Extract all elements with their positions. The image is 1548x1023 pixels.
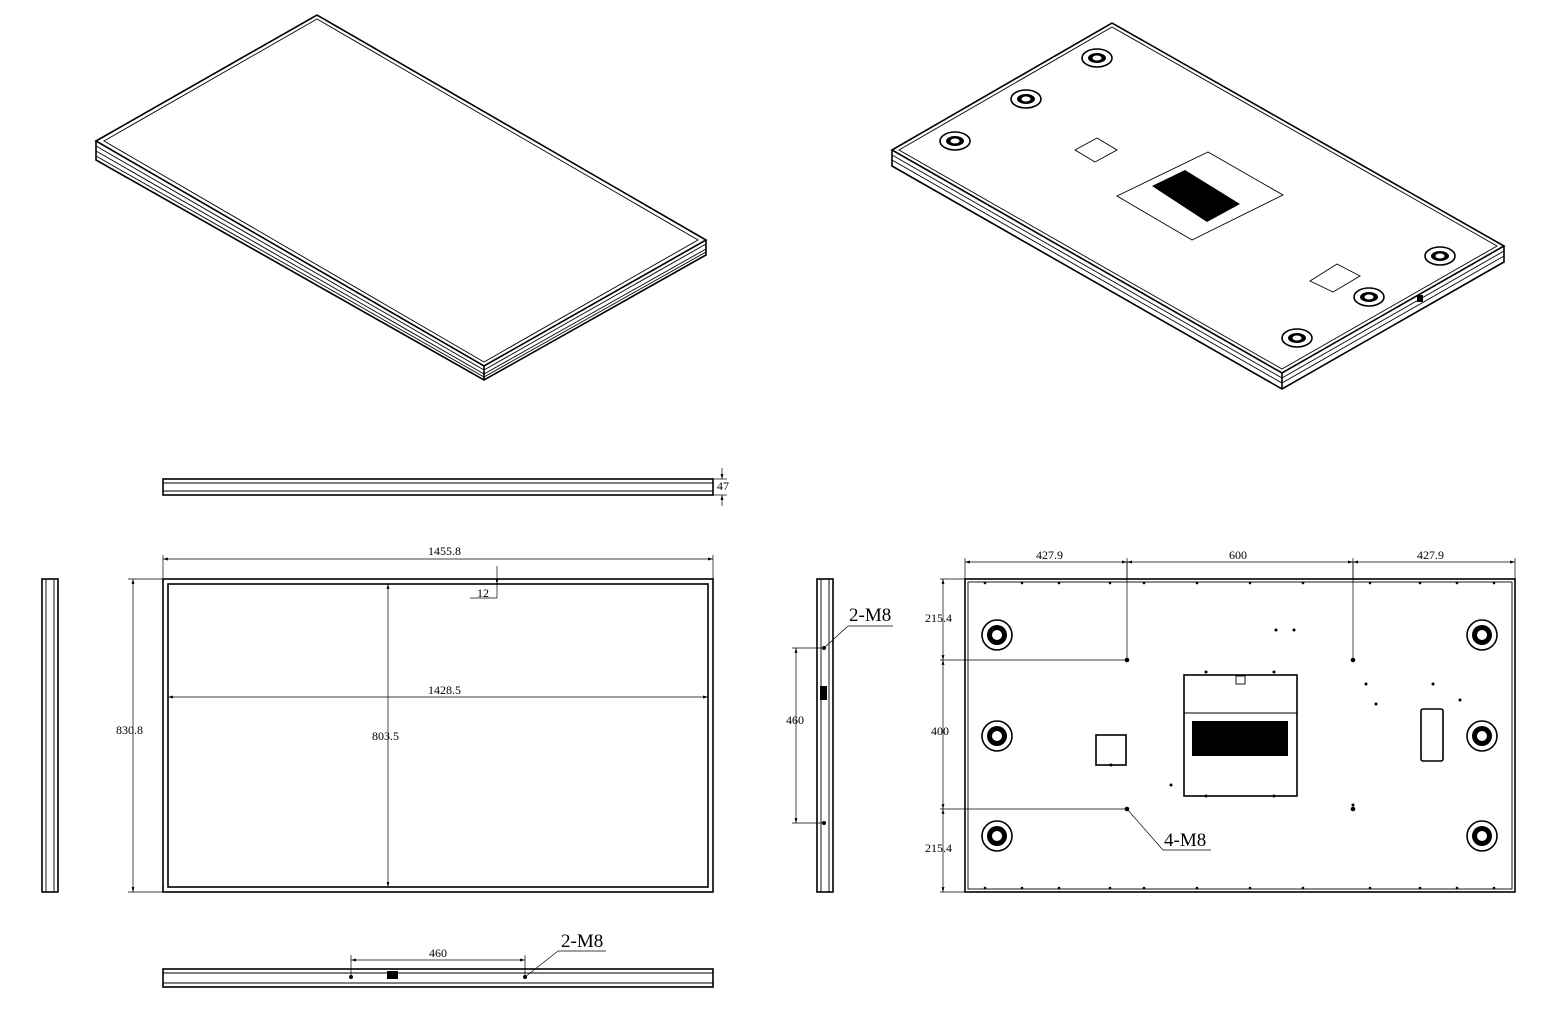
- top-offset-dimension: 215.4: [925, 611, 952, 625]
- vesa-height-dimension: 400: [931, 724, 949, 738]
- bottom-hole-spacing-dimension: 460: [429, 946, 447, 960]
- iso-vent-grille: [1152, 170, 1240, 222]
- iso-speaker-ring: [1081, 48, 1113, 68]
- iso-cover-plate: [1309, 263, 1361, 293]
- top-edge-view: 47: [162, 468, 729, 506]
- iso-speaker-ring: [1353, 287, 1385, 307]
- speaker-ring: [1466, 820, 1498, 852]
- left-side-view: [41, 578, 59, 893]
- bezel-dimension: 12: [477, 586, 489, 600]
- bottom-offset-dimension: 215.4: [925, 841, 952, 855]
- iso-cover-plate: [1074, 137, 1118, 163]
- bottom-edge-view: 460 2-M8: [162, 931, 714, 988]
- rear-hole-callout: 4-M8: [1164, 830, 1206, 851]
- isometric-front-view: [94, 14, 708, 381]
- vent-grille: [1192, 721, 1288, 756]
- speaker-ring: [981, 619, 1013, 651]
- iso-vent-housing: [1116, 151, 1284, 241]
- speaker-ring: [1466, 720, 1498, 752]
- perimeter-screw-holes: [983, 581, 1496, 890]
- overall-height-dimension: 830.8: [116, 723, 143, 737]
- speaker-ring: [1466, 619, 1498, 651]
- isometric-rear-view: [890, 22, 1506, 390]
- speaker-ring: [981, 820, 1013, 852]
- vesa-width-dimension: 600: [1229, 548, 1247, 562]
- vent-housing: [1183, 674, 1298, 797]
- active-width-dimension: 1428.5: [428, 683, 461, 697]
- rear-view: 427.9 600 427.9 215.4 400 215.4 4-M8: [925, 548, 1516, 893]
- right-hole-spacing-dimension: 460: [786, 713, 804, 727]
- rear-screw-holes: [1109, 628, 1462, 807]
- active-height-dimension: 803.5: [372, 729, 399, 743]
- right-side-view: 460 2-M8: [786, 578, 893, 893]
- right-hole-callout: 2-M8: [849, 605, 891, 626]
- front-view: 1455.8 830.8 12 1428.5 803.5: [116, 544, 714, 893]
- iso-speaker-ring: [1281, 328, 1313, 348]
- cover-plate: [1095, 734, 1127, 766]
- iso-speaker-ring: [1424, 246, 1456, 266]
- speaker-ring: [981, 720, 1013, 752]
- iso-speaker-ring: [939, 131, 971, 151]
- right-offset-dimension: 427.9: [1417, 548, 1444, 562]
- cover-plate: [1420, 708, 1444, 762]
- left-offset-dimension: 427.9: [1036, 548, 1063, 562]
- iso-speaker-ring: [1010, 89, 1042, 109]
- overall-width-dimension: 1455.8: [428, 544, 461, 558]
- bottom-hole-callout: 2-M8: [561, 931, 603, 952]
- thickness-dimension: 47: [717, 479, 729, 493]
